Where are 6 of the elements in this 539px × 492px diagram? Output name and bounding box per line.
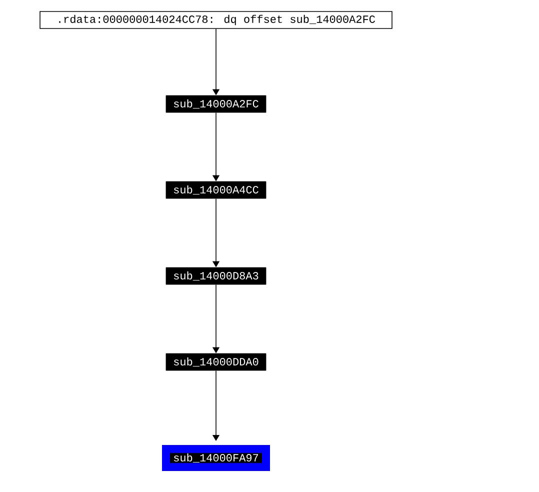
function-box: sub_14000D8A3 bbox=[166, 267, 266, 285]
selected-function-box: sub_14000FA97 bbox=[162, 445, 270, 471]
function-box: sub_14000DDA0 bbox=[166, 353, 266, 371]
function-box: sub_14000A2FC bbox=[166, 95, 266, 113]
function-box: sub_14000A4CC bbox=[166, 181, 266, 199]
reference-box: .rdata:000000014024CC78: dq offset sub_14000A2FC bbox=[40, 11, 392, 29]
